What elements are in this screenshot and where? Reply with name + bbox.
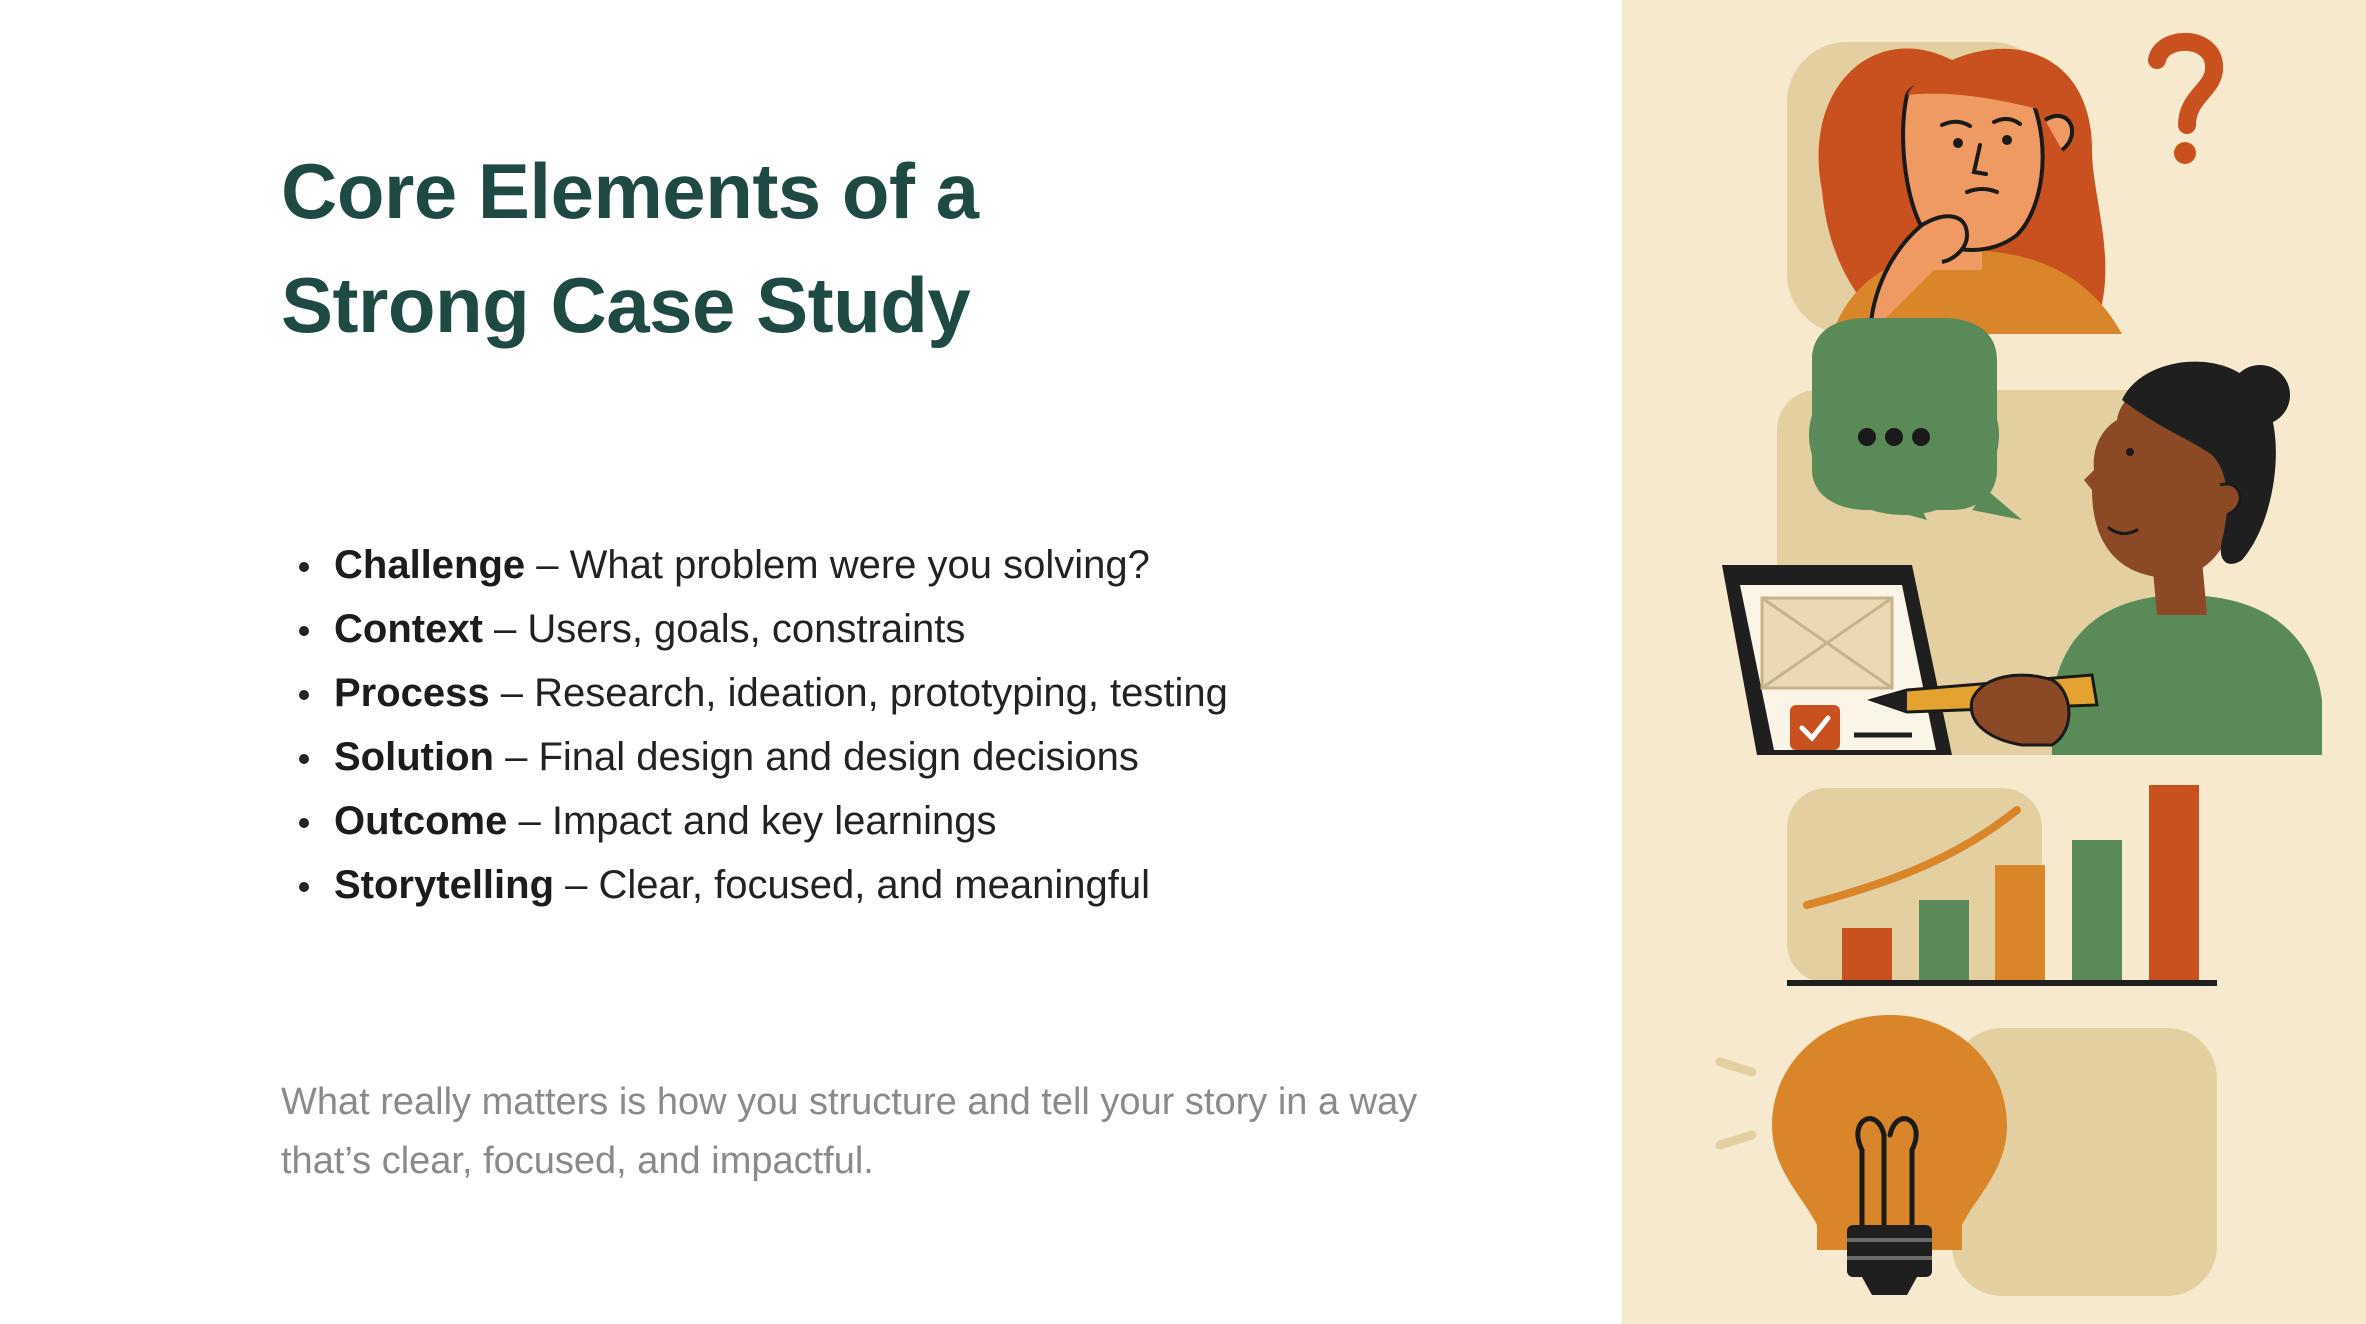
bullet-text: – Users, goals, constraints [482, 607, 966, 651]
bullet-term: Process [334, 671, 490, 715]
list-item: Challenge – What problem were you solvin… [299, 533, 1584, 597]
bullet-term: Storytelling [334, 863, 555, 907]
slide-content: Core Elements of a Strong Case Study Cha… [281, 134, 1584, 1182]
bar-chart-illustration [1787, 785, 2217, 986]
trend-line-icon [1803, 806, 2021, 909]
bar-chart-icon [1842, 785, 2199, 983]
illustration-panel [1622, 0, 2366, 1324]
wireframe-tablet-icon [1722, 565, 1952, 755]
bullet-text: – Research, ideation, prototyping, testi… [489, 671, 1228, 715]
list-item: Outcome – Impact and key learnings [299, 789, 1584, 853]
title-line-2: Strong Case Study [281, 261, 971, 349]
bullet-text: – Clear, focused, and meaningful [554, 863, 1150, 907]
summary-text: What really matters is how you structure… [281, 1081, 1418, 1182]
designer-illustration [1722, 318, 2322, 755]
list-item: Storytelling – Clear, focused, and meani… [299, 853, 1584, 917]
list-item: Process – Research, ideation, prototypin… [299, 661, 1584, 725]
bullet-term: Outcome [334, 799, 508, 843]
core-elements-list: Challenge – What problem were you solvin… [294, 533, 1584, 917]
thinking-person-illustration [1787, 32, 2223, 335]
bullet-text: – Final design and design decisions [493, 735, 1139, 779]
light-bulb-icon [1715, 1015, 2069, 1295]
bullet-term: Challenge [334, 543, 526, 587]
bullet-text: – Impact and key learnings [507, 799, 997, 843]
list-item: Solution – Final design and design decis… [299, 725, 1584, 789]
checkbox-icon [1790, 705, 1840, 750]
illustration-svg [1715, 32, 2322, 1296]
bullet-text: – What problem were you solving? [525, 543, 1150, 587]
slide-title: Core Elements of a Strong Case Study [281, 134, 1481, 362]
title-line-1: Core Elements of a [281, 147, 979, 235]
speech-bubble-icon [1809, 318, 2022, 520]
bullet-term: Context [334, 607, 483, 651]
list-item: Context – Users, goals, constraints [299, 597, 1584, 661]
idea-illustration [1715, 1015, 2217, 1296]
question-mark-icon [2148, 32, 2223, 134]
bullet-term: Solution [334, 735, 494, 779]
